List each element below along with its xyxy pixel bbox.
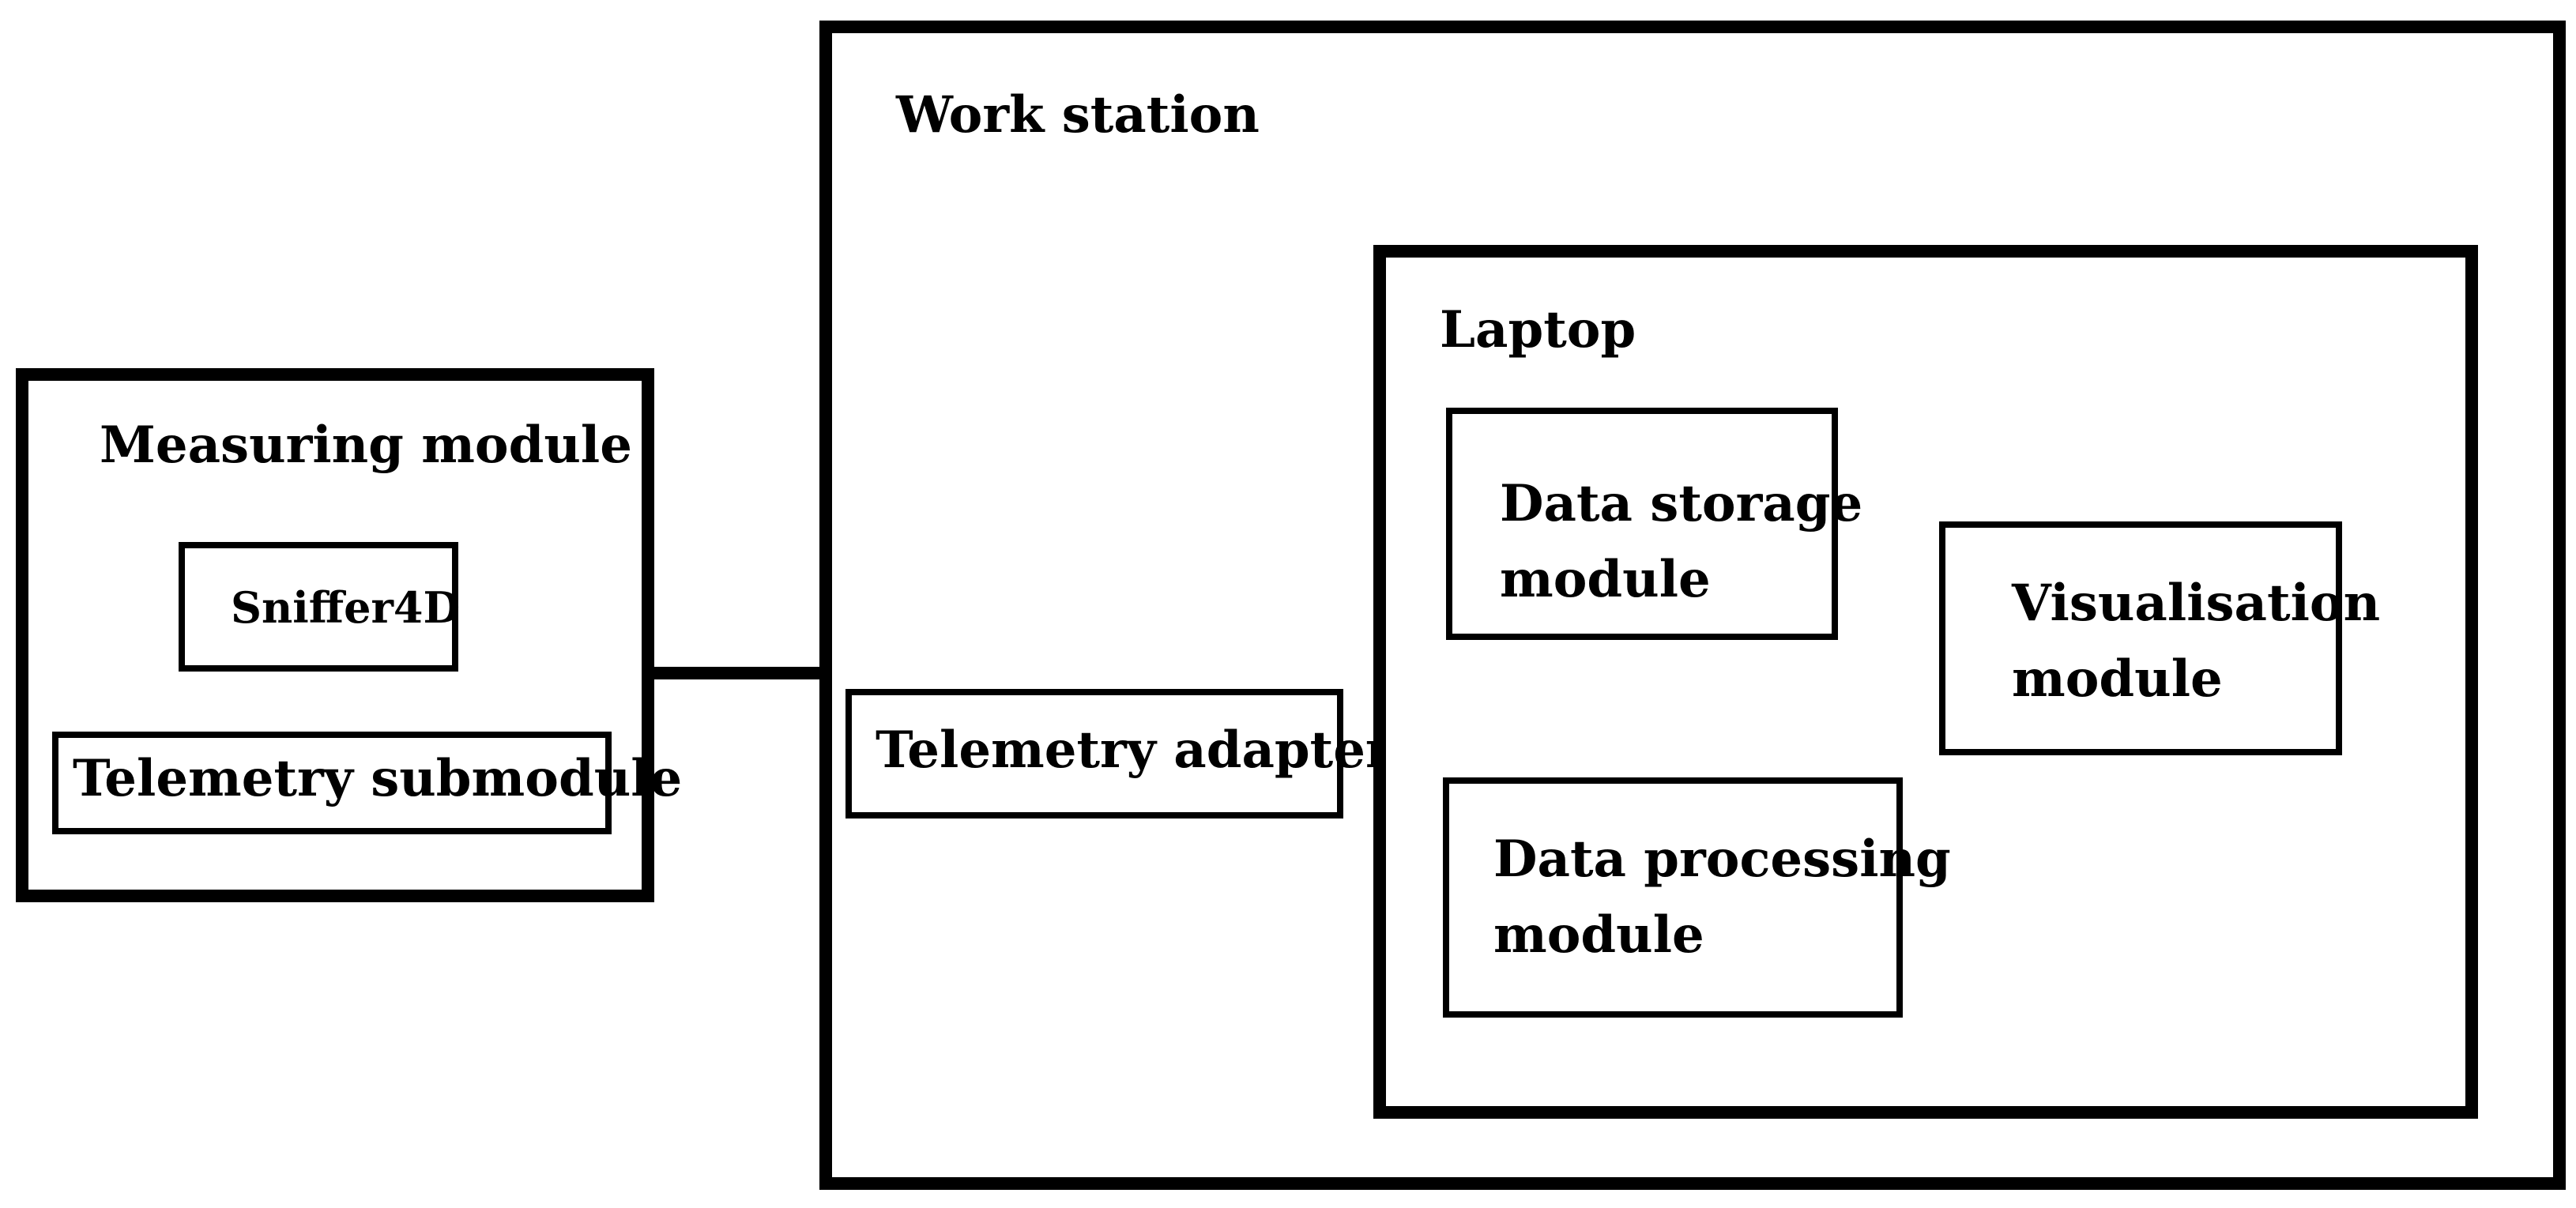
data-storage-module-box (1446, 408, 1838, 640)
visualisation-line-1: Visualisation (2012, 574, 2381, 633)
sniffer4d-label: Sniffer4D (231, 582, 461, 633)
data-storage-line-1: Data storage (1500, 474, 1863, 533)
data-processing-line-1: Data processing (1493, 830, 1951, 889)
visualisation-module-box (1939, 521, 2342, 755)
telemetry-submodule-box (52, 732, 612, 834)
telemetry-adapter-label: Telemetry adapter (876, 721, 1392, 780)
visualisation-module-label: Visualisation module (2012, 566, 2380, 717)
data-processing-module-box (1443, 777, 1903, 1018)
visualisation-line-2: module (2012, 649, 2223, 709)
measuring-module-title: Measuring module (100, 416, 632, 475)
data-processing-line-2: module (1493, 905, 1704, 965)
connector-line (648, 667, 826, 679)
sniffer4d-box (179, 542, 458, 672)
data-storage-line-2: module (1500, 550, 1711, 609)
data-processing-module-label: Data processing module (1493, 822, 1951, 973)
telemetry-submodule-label: Telemetry submodule (73, 749, 683, 808)
work-station-title: Work station (896, 85, 1260, 145)
telemetry-adapter-box (845, 689, 1343, 819)
data-storage-module-label: Data storage module (1500, 466, 1862, 618)
laptop-title: Laptop (1440, 300, 1636, 359)
